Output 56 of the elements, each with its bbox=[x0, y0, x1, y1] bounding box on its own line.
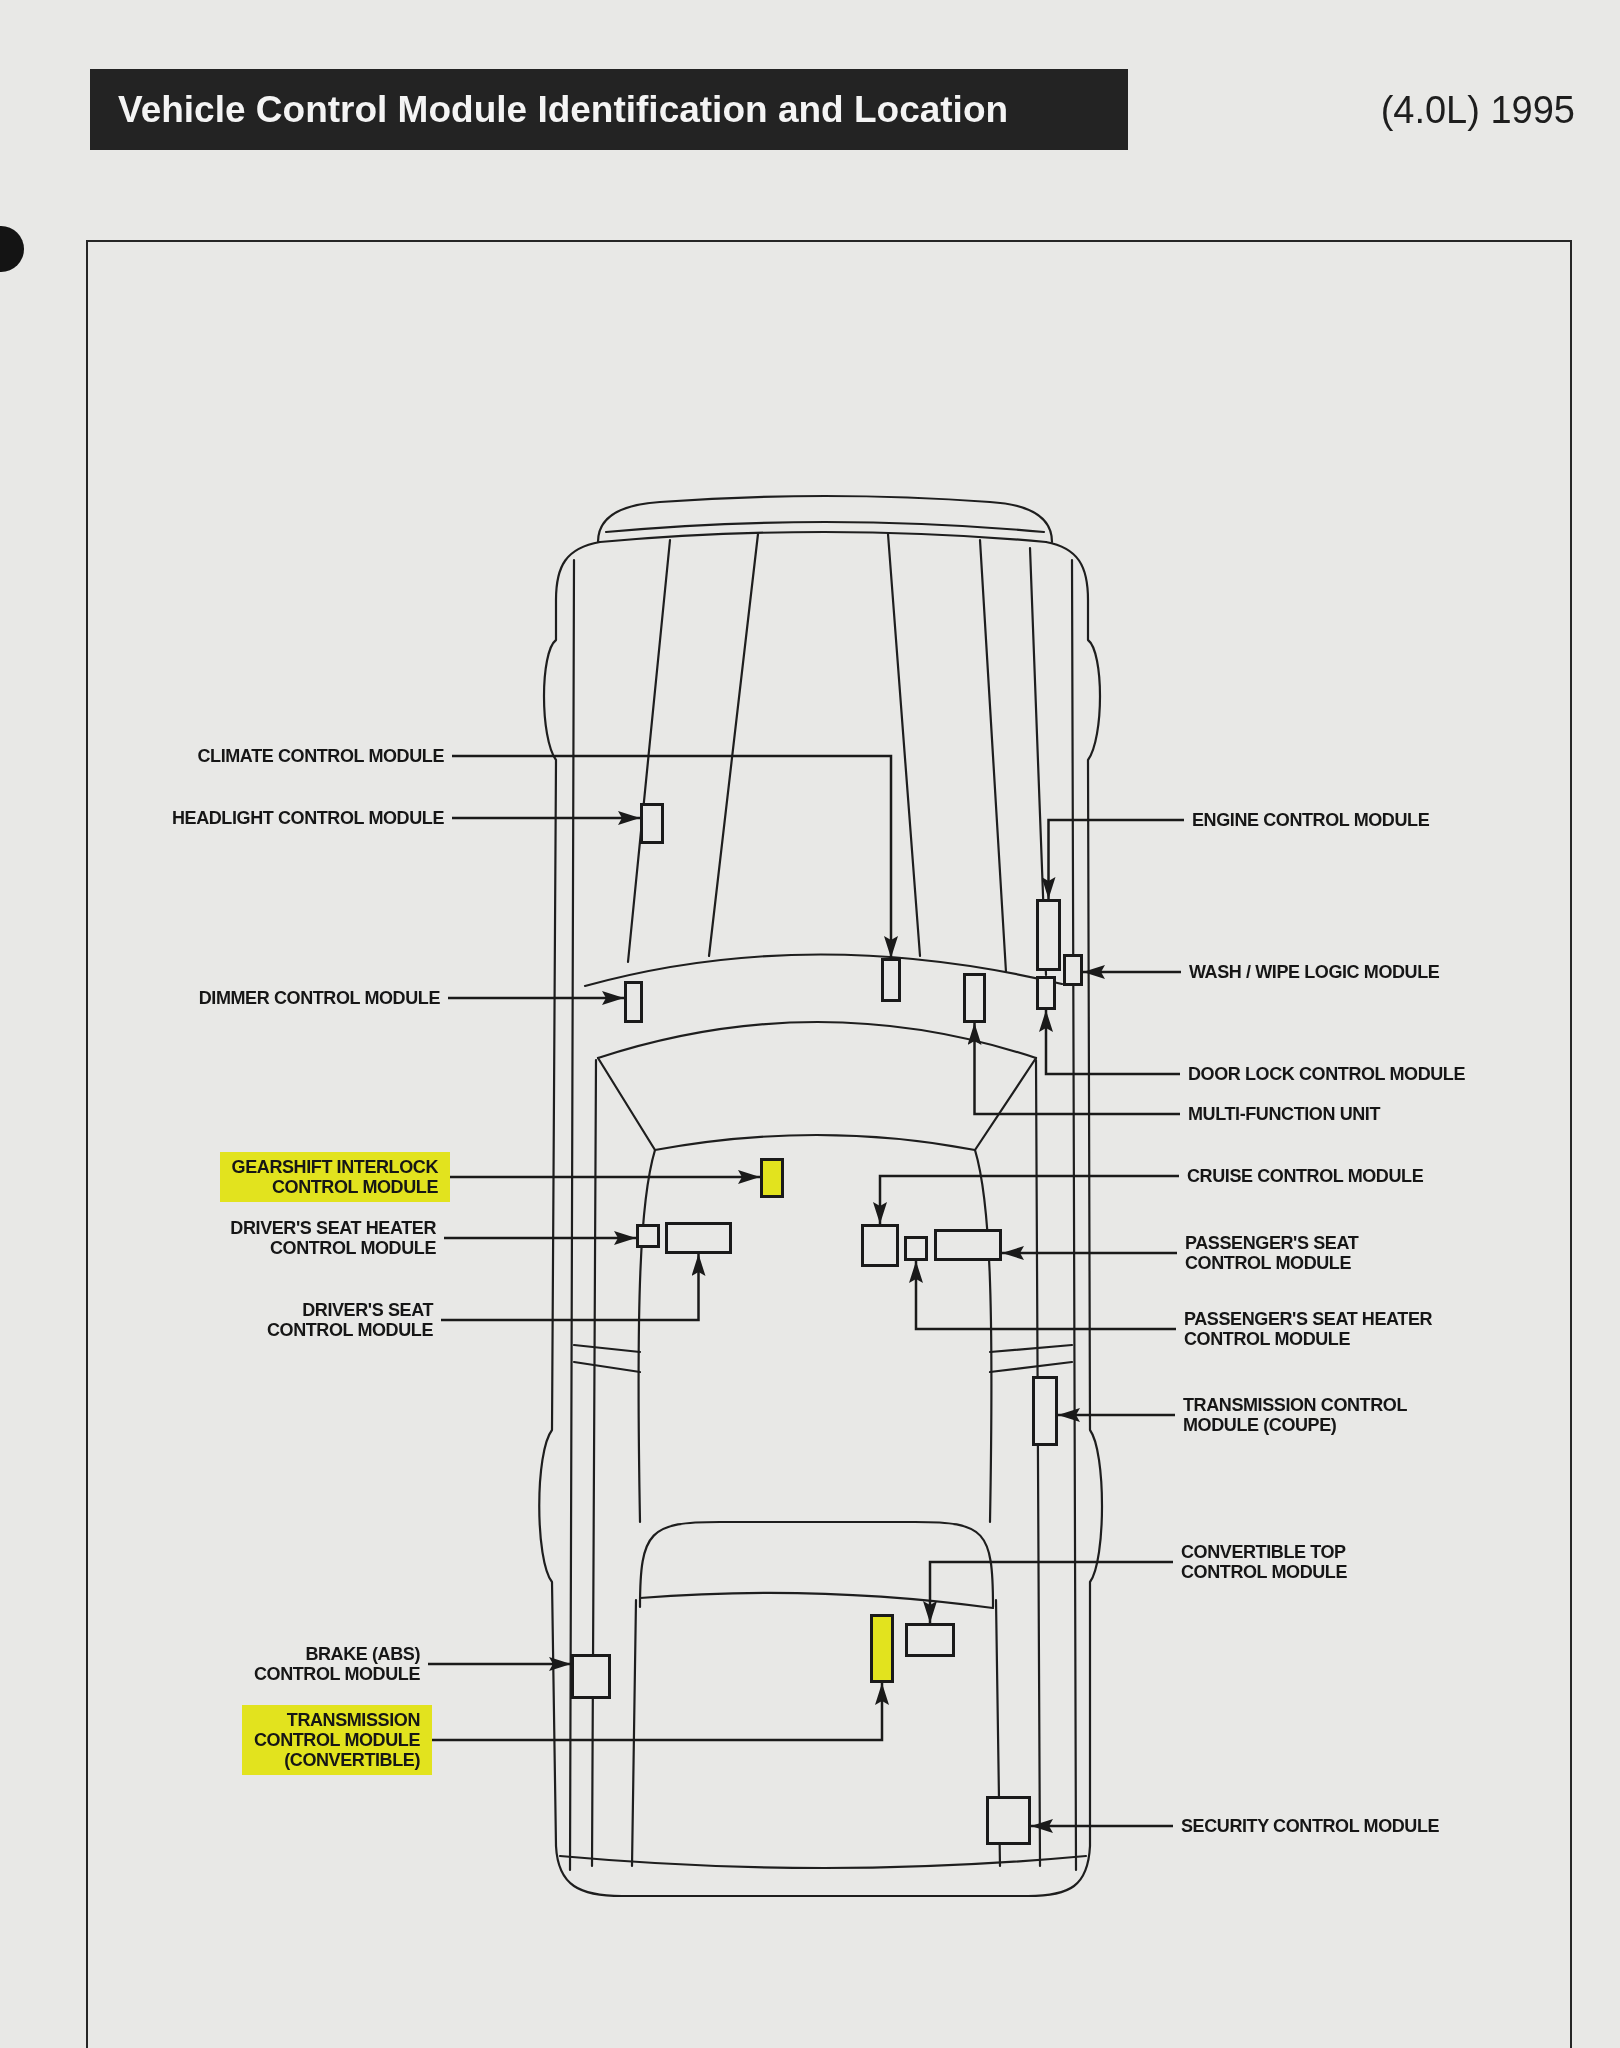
module-box bbox=[905, 1623, 955, 1657]
module-label: TRANSMISSION CONTROL MODULE (COUPE) bbox=[1175, 1395, 1408, 1435]
module-box bbox=[963, 973, 986, 1023]
leader-arrow bbox=[1083, 965, 1181, 979]
module-box bbox=[624, 981, 643, 1023]
leader-arrow bbox=[1002, 1246, 1177, 1260]
module-label: DOOR LOCK CONTROL MODULE bbox=[1180, 1064, 1467, 1084]
module-label: PASSENGER'S SEAT CONTROL MODULE bbox=[1177, 1233, 1360, 1273]
module-box bbox=[904, 1236, 928, 1261]
module-label: HEADLIGHT CONTROL MODULE bbox=[170, 808, 452, 828]
module-label: DRIVER'S SEAT HEATER CONTROL MODULE bbox=[229, 1218, 444, 1258]
module-label: DIMMER CONTROL MODULE bbox=[197, 988, 448, 1008]
module-label: WASH / WIPE LOGIC MODULE bbox=[1181, 962, 1441, 982]
module-box bbox=[861, 1224, 899, 1267]
module-label: CLIMATE CONTROL MODULE bbox=[196, 746, 452, 766]
highlighted-module-box bbox=[870, 1614, 894, 1683]
highlighted-label: TRANSMISSION CONTROL MODULE (CONVERTIBLE) bbox=[242, 1705, 432, 1775]
module-label: PASSENGER'S SEAT HEATER CONTROL MODULE bbox=[1176, 1309, 1434, 1349]
leader-arrow bbox=[923, 1560, 1173, 1623]
leader-arrow bbox=[452, 754, 898, 958]
module-box bbox=[640, 803, 664, 844]
module-box bbox=[636, 1224, 660, 1248]
vehicle-spec-label: (4.0L) 1995 bbox=[1380, 88, 1575, 132]
module-label: CONVERTIBLE TOP CONTROL MODULE bbox=[1173, 1542, 1349, 1582]
module-box bbox=[986, 1796, 1031, 1845]
module-label: BRAKE (ABS) CONTROL MODULE bbox=[252, 1644, 428, 1684]
module-box bbox=[1032, 1376, 1058, 1446]
module-label: SECURITY CONTROL MODULE bbox=[1173, 1816, 1441, 1836]
leader-arrow bbox=[441, 1254, 706, 1322]
leader-arrow bbox=[452, 811, 640, 825]
leader-arrow bbox=[450, 1170, 760, 1184]
highlighted-label: GEARSHIFT INTERLOCK CONTROL MODULE bbox=[220, 1152, 450, 1202]
module-label: CRUISE CONTROL MODULE bbox=[1179, 1166, 1425, 1186]
module-box bbox=[1036, 899, 1061, 971]
module-box bbox=[1036, 976, 1056, 1010]
leader-arrow bbox=[1041, 818, 1184, 899]
module-label: MULTI-FUNCTION UNIT bbox=[1180, 1104, 1382, 1124]
module-box bbox=[934, 1229, 1002, 1261]
leader-arrow bbox=[448, 991, 624, 1005]
module-box bbox=[881, 958, 901, 1002]
title-banner: Vehicle Control Module Identification and Location bbox=[90, 69, 1128, 150]
leader-arrow bbox=[967, 1023, 1180, 1116]
leader-arrow bbox=[432, 1683, 889, 1742]
module-box bbox=[1063, 954, 1083, 986]
leader-arrow bbox=[1031, 1819, 1173, 1833]
module-box bbox=[665, 1222, 732, 1254]
leader-arrow bbox=[428, 1657, 571, 1671]
module-label: ENGINE CONTROL MODULE bbox=[1184, 810, 1431, 830]
leader-arrow bbox=[909, 1261, 1176, 1331]
leader-arrow bbox=[1039, 1010, 1180, 1076]
module-box bbox=[571, 1654, 611, 1699]
leader-arrow bbox=[444, 1231, 636, 1245]
module-label: DRIVER'S SEAT CONTROL MODULE bbox=[265, 1300, 441, 1340]
highlighted-module-box bbox=[760, 1158, 784, 1198]
leader-arrow bbox=[1058, 1408, 1175, 1422]
leader-arrow bbox=[873, 1174, 1179, 1224]
